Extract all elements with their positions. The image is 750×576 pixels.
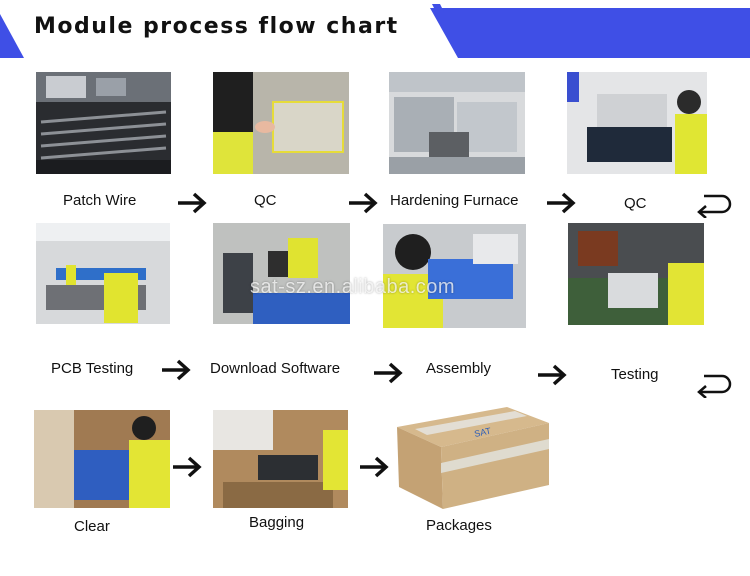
- photo-qc-2: [567, 72, 707, 174]
- package-brand-print: SAT: [473, 426, 492, 439]
- photo-packages: SAT: [395, 405, 551, 513]
- step-label-pcb-testing: PCB Testing: [51, 360, 134, 377]
- page-title: Module process flow chart: [34, 14, 399, 39]
- u-turn-arrow-icon: [697, 194, 732, 218]
- arrow-right-icon: [374, 362, 403, 384]
- photo-qc-1: [213, 72, 349, 174]
- step-label-patch-wire: Patch Wire: [63, 192, 137, 209]
- step-label-bagging: Bagging: [249, 514, 305, 531]
- header-banner: [0, 0, 750, 58]
- photo-assembly: [383, 224, 526, 328]
- photo-pcb-testing: [36, 223, 170, 324]
- step-label-assembly: Assembly: [426, 360, 492, 377]
- step-label-qc-2: QC: [624, 195, 647, 212]
- photo-download-software: [213, 223, 350, 324]
- photo-testing: [568, 223, 704, 325]
- step-label-qc-1: QC: [254, 192, 277, 209]
- photo-patch-wire: [36, 72, 171, 174]
- photo-hardening-furnace: [389, 72, 525, 174]
- arrow-right-icon: [360, 456, 389, 478]
- step-label-testing: Testing: [611, 366, 659, 383]
- step-label-clear: Clear: [74, 518, 110, 535]
- arrow-right-icon: [162, 359, 191, 381]
- photo-clear: [34, 410, 170, 508]
- photo-bagging: [213, 410, 348, 508]
- watermark-text: sat-sz.en.alibaba.com: [250, 276, 456, 298]
- step-label-packages: Packages: [426, 517, 492, 534]
- step-label-download-software: Download Software: [210, 360, 341, 377]
- arrow-right-icon: [538, 364, 567, 386]
- u-turn-arrow-icon: [697, 374, 732, 398]
- arrow-right-icon: [349, 192, 378, 214]
- step-label-hardening-furnace: Hardening Furnace: [390, 192, 519, 209]
- arrow-right-icon: [178, 192, 207, 214]
- arrow-right-icon: [547, 192, 576, 214]
- arrow-right-icon: [173, 456, 202, 478]
